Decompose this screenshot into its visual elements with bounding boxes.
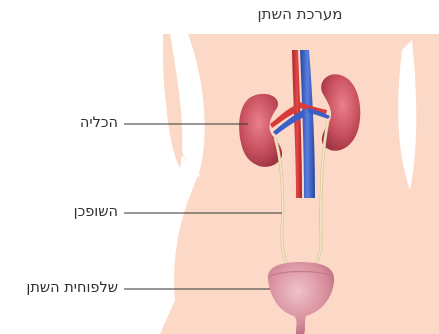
label-ureter: השופכן xyxy=(40,204,118,220)
diagram-title: מערכת השתן xyxy=(160,5,439,23)
label-bladder: שלפוחית השתן xyxy=(0,280,118,296)
label-kidney: הכליה xyxy=(40,115,118,131)
